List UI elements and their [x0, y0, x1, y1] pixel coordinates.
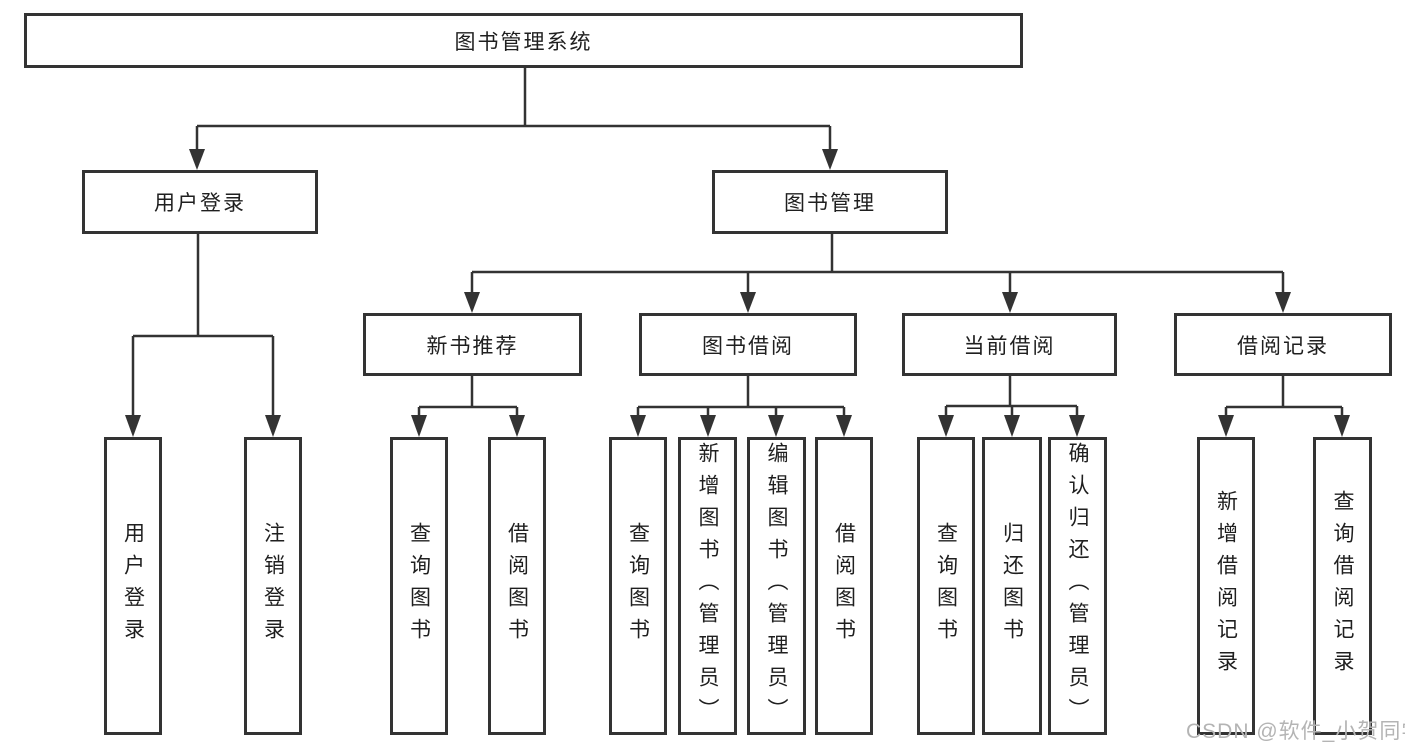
arrowheads-leaf-row: [411, 415, 1350, 437]
leaf-newrec-query-books-label: 查询图书: [407, 522, 431, 650]
leaf-user-login-label: 用户登录: [121, 522, 145, 650]
leaf-borrow-add-books-admin: 新增图书（管理员）: [678, 437, 737, 735]
leaf-newrec-query-books: 查询图书: [390, 437, 448, 735]
node-borrow-records-label: 借阅记录: [1237, 334, 1329, 358]
leaf-logout-label: 注销登录: [261, 522, 285, 650]
leaf-current-query-books: 查询图书: [917, 437, 975, 735]
arrowheads-level2: [189, 149, 838, 170]
leaf-borrow-edit-books-admin-label: 编辑图书（管理员）: [765, 442, 788, 730]
node-borrow-records: 借阅记录: [1174, 313, 1392, 376]
leaf-records-add-record: 新增借阅记录: [1197, 437, 1255, 735]
node-book-management: 图书管理: [712, 170, 948, 234]
leaf-current-return-books: 归还图书: [982, 437, 1042, 735]
connector-root-to-level2: [195, 68, 832, 150]
leaf-logout: 注销登录: [244, 437, 302, 735]
connector-userlogin-to-leaves: [131, 234, 275, 416]
arrowheads-userlogin-leaves: [125, 415, 281, 437]
node-new-book-recommend: 新书推荐: [363, 313, 582, 376]
leaf-borrow-edit-books-admin: 编辑图书（管理员）: [747, 437, 806, 735]
leaf-current-query-books-label: 查询图书: [934, 522, 958, 650]
leaf-borrow-borrow-books: 借阅图书: [815, 437, 873, 735]
leaf-newrec-borrow-books: 借阅图书: [488, 437, 546, 735]
leaf-current-return-books-label: 归还图书: [1000, 522, 1024, 650]
leaf-borrow-borrow-books-label: 借阅图书: [832, 522, 856, 650]
node-book-management-label: 图书管理: [784, 192, 876, 215]
connector-bookborrow-to-leaves: [636, 376, 846, 416]
csdn-watermark: CSDN @软件_小贺同学: [1186, 720, 1405, 743]
node-book-borrow-label: 图书借阅: [702, 334, 794, 358]
leaf-records-add-record-label: 新增借阅记录: [1214, 490, 1238, 682]
connector-records-to-leaves: [1224, 376, 1344, 416]
node-root: 图书管理系统: [24, 13, 1023, 68]
node-user-login: 用户登录: [82, 170, 318, 234]
node-user-login-label: 用户登录: [154, 192, 246, 215]
node-current-borrow-label: 当前借阅: [963, 334, 1056, 358]
leaf-user-login: 用户登录: [104, 437, 162, 735]
leaf-current-confirm-return-admin-label: 确认归还（管理员）: [1066, 442, 1089, 730]
node-current-borrow: 当前借阅: [902, 313, 1117, 376]
leaf-newrec-borrow-books-label: 借阅图书: [505, 522, 529, 650]
leaf-records-query-record-label: 查询借阅记录: [1331, 490, 1354, 682]
leaf-borrow-query-books: 查询图书: [609, 437, 667, 735]
node-book-borrow: 图书借阅: [639, 313, 857, 376]
node-root-label: 图书管理系统: [454, 30, 593, 54]
leaf-records-query-record: 查询借阅记录: [1313, 437, 1372, 735]
node-new-book-recommend-label: 新书推荐: [426, 334, 519, 358]
connector-currentborrow-to-leaves: [944, 376, 1079, 416]
arrowheads-level3: [464, 292, 1291, 313]
leaf-borrow-query-books-label: 查询图书: [626, 522, 650, 650]
connector-bookmgmt-to-level3: [470, 234, 1285, 293]
connector-newrec-to-leaves: [417, 376, 519, 416]
leaf-current-confirm-return-admin: 确认归还（管理员）: [1048, 437, 1107, 735]
leaf-borrow-add-books-admin-label: 新增图书（管理员）: [696, 442, 719, 730]
